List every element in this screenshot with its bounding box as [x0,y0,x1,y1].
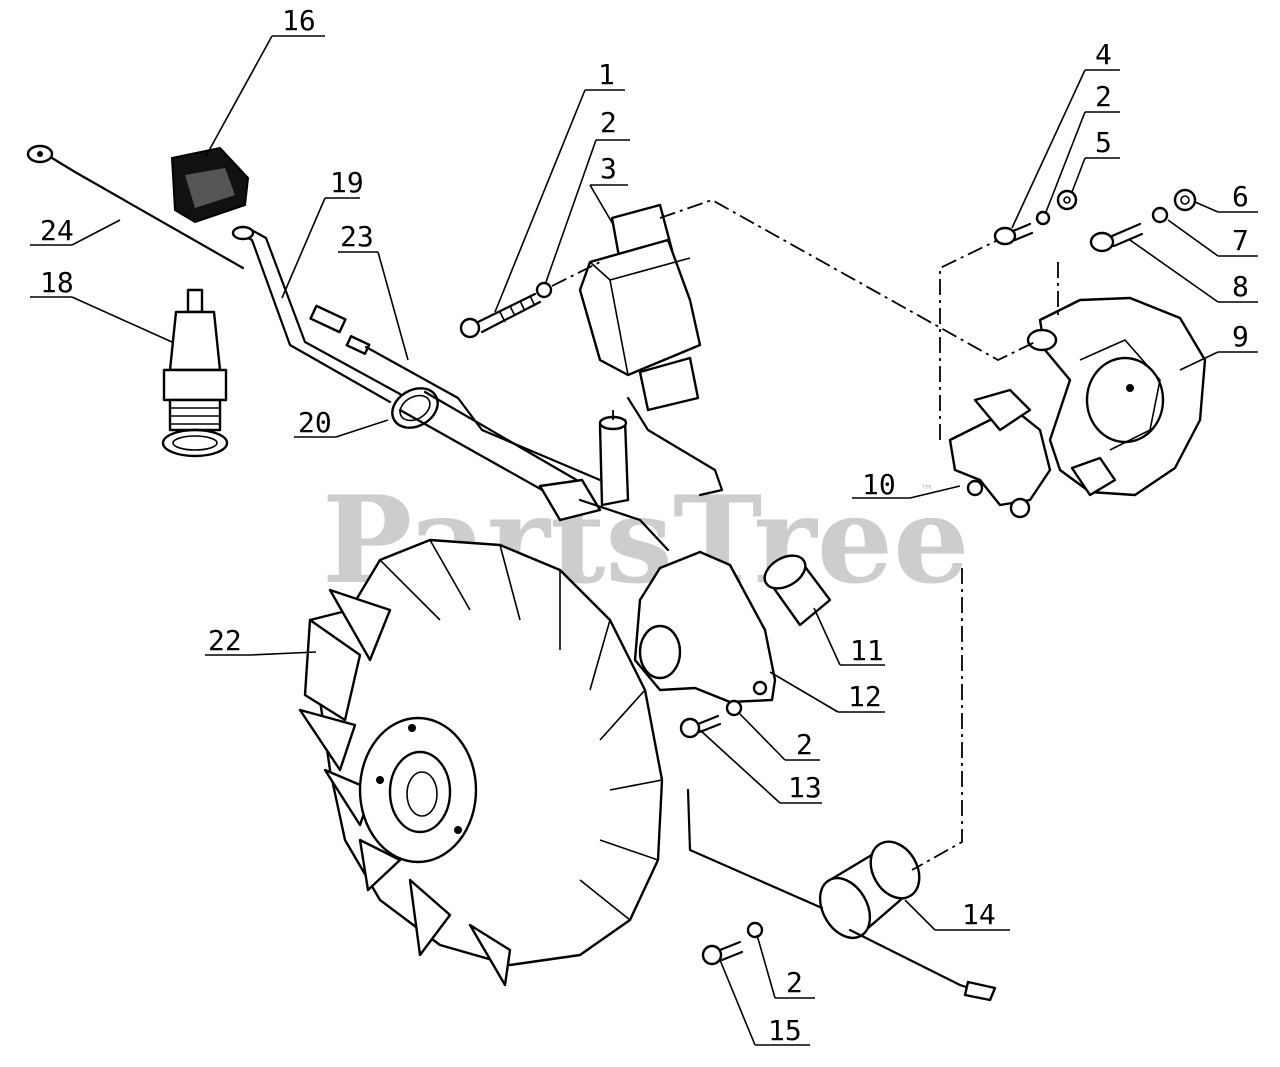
condenser-part-14 [686,788,997,1002]
lockwasher-part-2b [1035,210,1051,226]
watermark-trademark: ™ [920,483,934,499]
callout-23: 23 [340,220,374,253]
callout-10: 10 [862,468,896,501]
spark-plug-part-18 [161,288,229,458]
callout-2: 2 [1095,80,1112,113]
plate-post [1026,328,1058,352]
breaker-plate-part-9 [1038,296,1207,497]
leader-lines [30,35,1258,1046]
lockwasher-part-2d [746,921,764,939]
callout-6: 6 [1232,180,1249,213]
spark-plug-boot-part-16 [170,146,250,224]
callout-19: 19 [330,166,364,199]
screw-part-13 [679,714,722,739]
screw-part-1 [459,292,542,339]
callout-2: 2 [796,728,813,761]
callout-16: 16 [282,4,316,37]
ignition-coil-part-3 [578,203,724,507]
assembly-line [551,261,601,287]
callout-18: 18 [40,266,74,299]
lockwasher-part-7 [1151,206,1169,224]
callout-22: 22 [208,624,242,657]
flywheel-part-22 [298,538,664,987]
washer-part-5 [1056,189,1078,211]
ground-wire-part-24 [26,144,245,270]
coil-bracket-part-12 [633,550,777,704]
callout-3: 3 [600,152,617,185]
screw-part-4 [993,222,1034,246]
lockwasher-part-2c [725,699,743,717]
assembly-line [659,199,1036,362]
screw-part-15 [701,940,744,966]
callout-labels: 16 1 2 3 4 2 5 6 7 8 9 19 23 24 18 20 10… [40,4,1249,1047]
callout-11: 11 [850,634,884,667]
callout-4: 4 [1095,38,1112,71]
callout-5: 5 [1095,126,1112,159]
callout-8: 8 [1232,270,1249,303]
callout-2: 2 [786,966,803,999]
callout-14: 14 [962,898,996,931]
callout-13: 13 [788,771,822,804]
screw-part-8 [1089,222,1144,253]
callout-12: 12 [848,680,882,713]
callout-20: 20 [298,406,332,439]
washer-part-6 [1173,188,1197,212]
assembly-line [911,568,963,871]
callout-1: 1 [598,58,615,91]
breaker-points-part-10 [948,388,1052,519]
callout-15: 15 [768,1014,802,1047]
lockwasher-part-2a [535,281,553,299]
callout-24: 24 [40,214,74,247]
callout-7: 7 [1232,224,1249,257]
callout-2: 2 [600,106,617,139]
grommet-part-20 [391,387,670,552]
assembly-line [939,239,999,440]
wire-part-23 [309,304,602,482]
callout-9: 9 [1232,320,1249,353]
